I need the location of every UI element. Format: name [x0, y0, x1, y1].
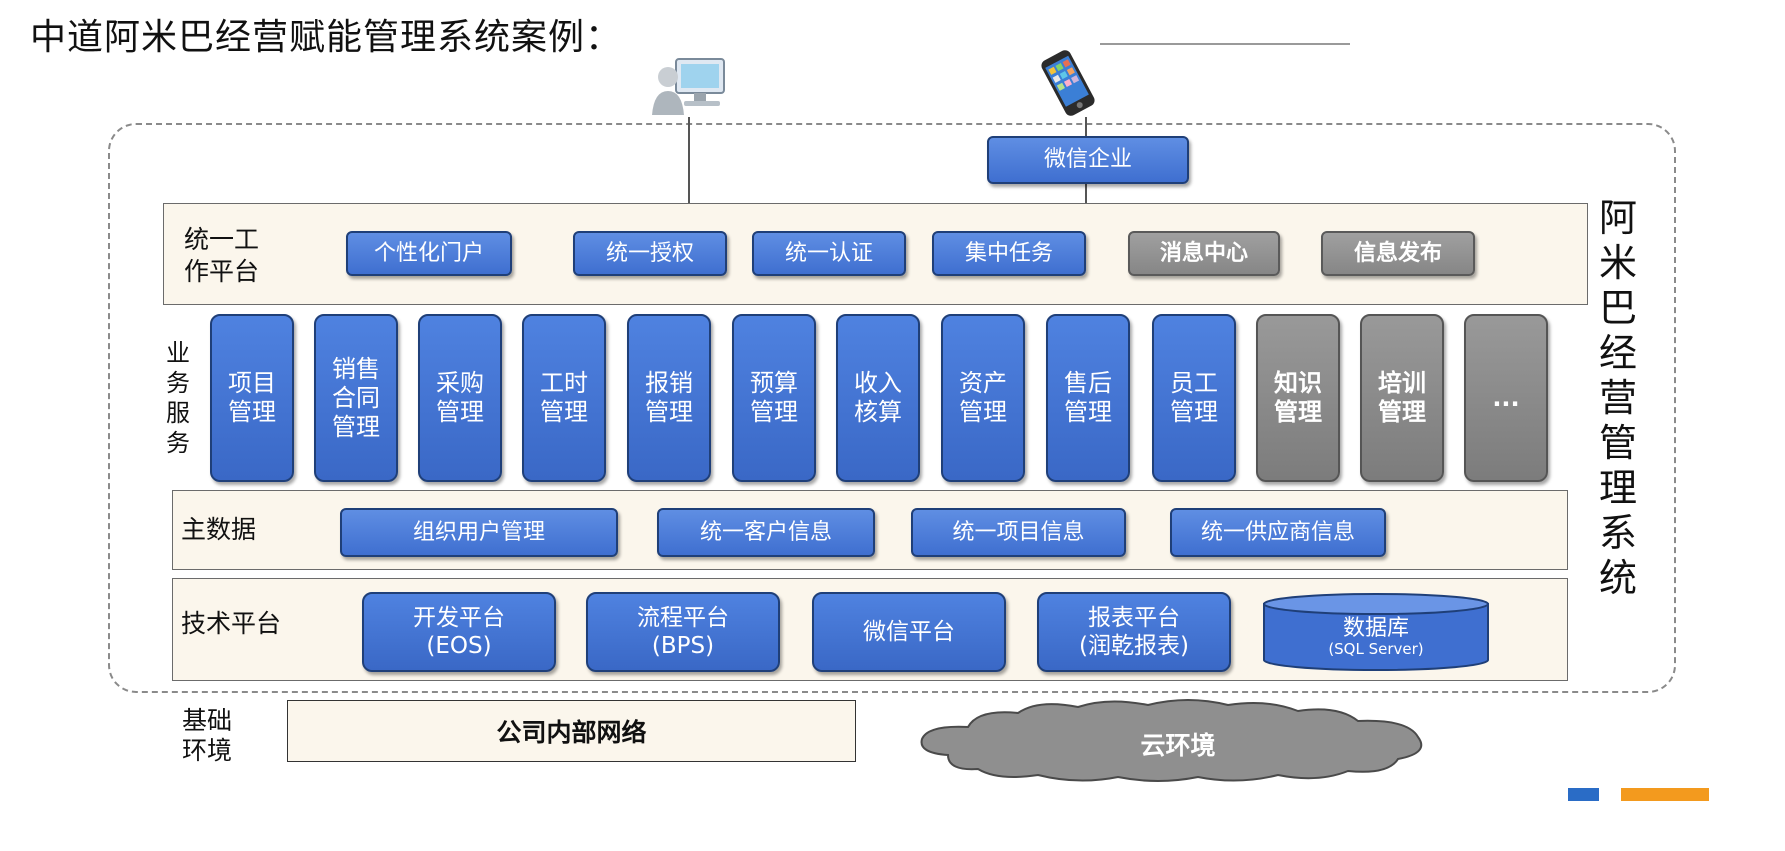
org-user-button[interactable]: 组织用户管理 — [340, 508, 618, 557]
business-tile-expense[interactable]: 报销 管理 — [627, 314, 711, 482]
infrastructure-label: 基础 环境 — [182, 706, 233, 765]
internal-network-box[interactable]: 公司内部网络 — [287, 700, 856, 762]
supplier-info-button[interactable]: 统一供应商信息 — [1170, 508, 1386, 557]
business-tile-sales-contract[interactable]: 销售 合同 管理 — [314, 314, 398, 482]
wechat-platform-button[interactable]: 微信平台 — [812, 592, 1006, 672]
phone-connector — [1085, 117, 1087, 137]
business-tile-knowledge[interactable]: 知识 管理 — [1256, 314, 1340, 482]
top-divider — [1100, 43, 1350, 45]
wechat-enterprise-button[interactable]: 微信企业 — [987, 136, 1189, 184]
cloud-label: 云环境 — [1140, 731, 1216, 760]
project-info-button[interactable]: 统一项目信息 — [911, 508, 1126, 557]
process-platform-button[interactable]: 流程平台 (BPS) — [586, 592, 780, 672]
business-tile-asset[interactable]: 资产 管理 — [941, 314, 1025, 482]
tech-platform-label: 技术平台 — [181, 609, 282, 638]
task-center-button[interactable]: 集中任务 — [932, 231, 1086, 276]
business-tile-timesheet[interactable]: 工时 管理 — [522, 314, 606, 482]
side-title: 阿米巴经营管理系统 — [1598, 196, 1637, 600]
database-label: 数据库 — [1342, 616, 1409, 641]
business-tile-purchase[interactable]: 采购 管理 — [418, 314, 502, 482]
report-platform-button[interactable]: 报表平台 (润乾报表) — [1037, 592, 1231, 672]
business-tile-aftersales[interactable]: 售后 管理 — [1046, 314, 1130, 482]
page-title: 中道阿米巴经营赋能管理系统案例： — [30, 17, 623, 58]
business-tile-training[interactable]: 培训 管理 — [1360, 314, 1444, 482]
pc-user-icon — [650, 55, 732, 117]
cloud-icon[interactable] — [908, 695, 1440, 785]
business-tile-revenue[interactable]: 收入 核算 — [836, 314, 920, 482]
portal-button[interactable]: 个性化门户 — [346, 231, 512, 276]
message-center-button[interactable]: 消息中心 — [1128, 231, 1280, 276]
pc-connector — [688, 117, 690, 203]
business-tile-budget[interactable]: 预算 管理 — [732, 314, 816, 482]
business-tile-more[interactable]: ... — [1464, 314, 1548, 482]
customer-info-button[interactable]: 统一客户信息 — [657, 508, 875, 557]
master-data-label: 主数据 — [181, 515, 257, 544]
business-tile-employee[interactable]: 员工 管理 — [1152, 314, 1236, 482]
business-label: 业务服务 — [166, 339, 190, 457]
dev-platform-button[interactable]: 开发平台 (EOS) — [362, 592, 556, 672]
accent-bar-orange — [1621, 788, 1709, 801]
business-tile-project[interactable]: 项目 管理 — [210, 314, 294, 482]
work-platform-label: 统一工 作平台 — [184, 225, 260, 286]
database-sublabel: (SQL Server) — [1328, 640, 1424, 658]
authorization-button[interactable]: 统一授权 — [573, 231, 727, 276]
smartphone-icon — [1030, 48, 1106, 118]
info-release-button[interactable]: 信息发布 — [1321, 231, 1475, 276]
accent-bar-blue — [1568, 788, 1599, 801]
wechat-connector — [1085, 184, 1087, 204]
system-boundary — [108, 123, 1676, 693]
authentication-button[interactable]: 统一认证 — [752, 231, 906, 276]
database-cylinder[interactable]: 数据库 (SQL Server) — [1262, 592, 1490, 672]
database-icon — [1263, 593, 1489, 671]
